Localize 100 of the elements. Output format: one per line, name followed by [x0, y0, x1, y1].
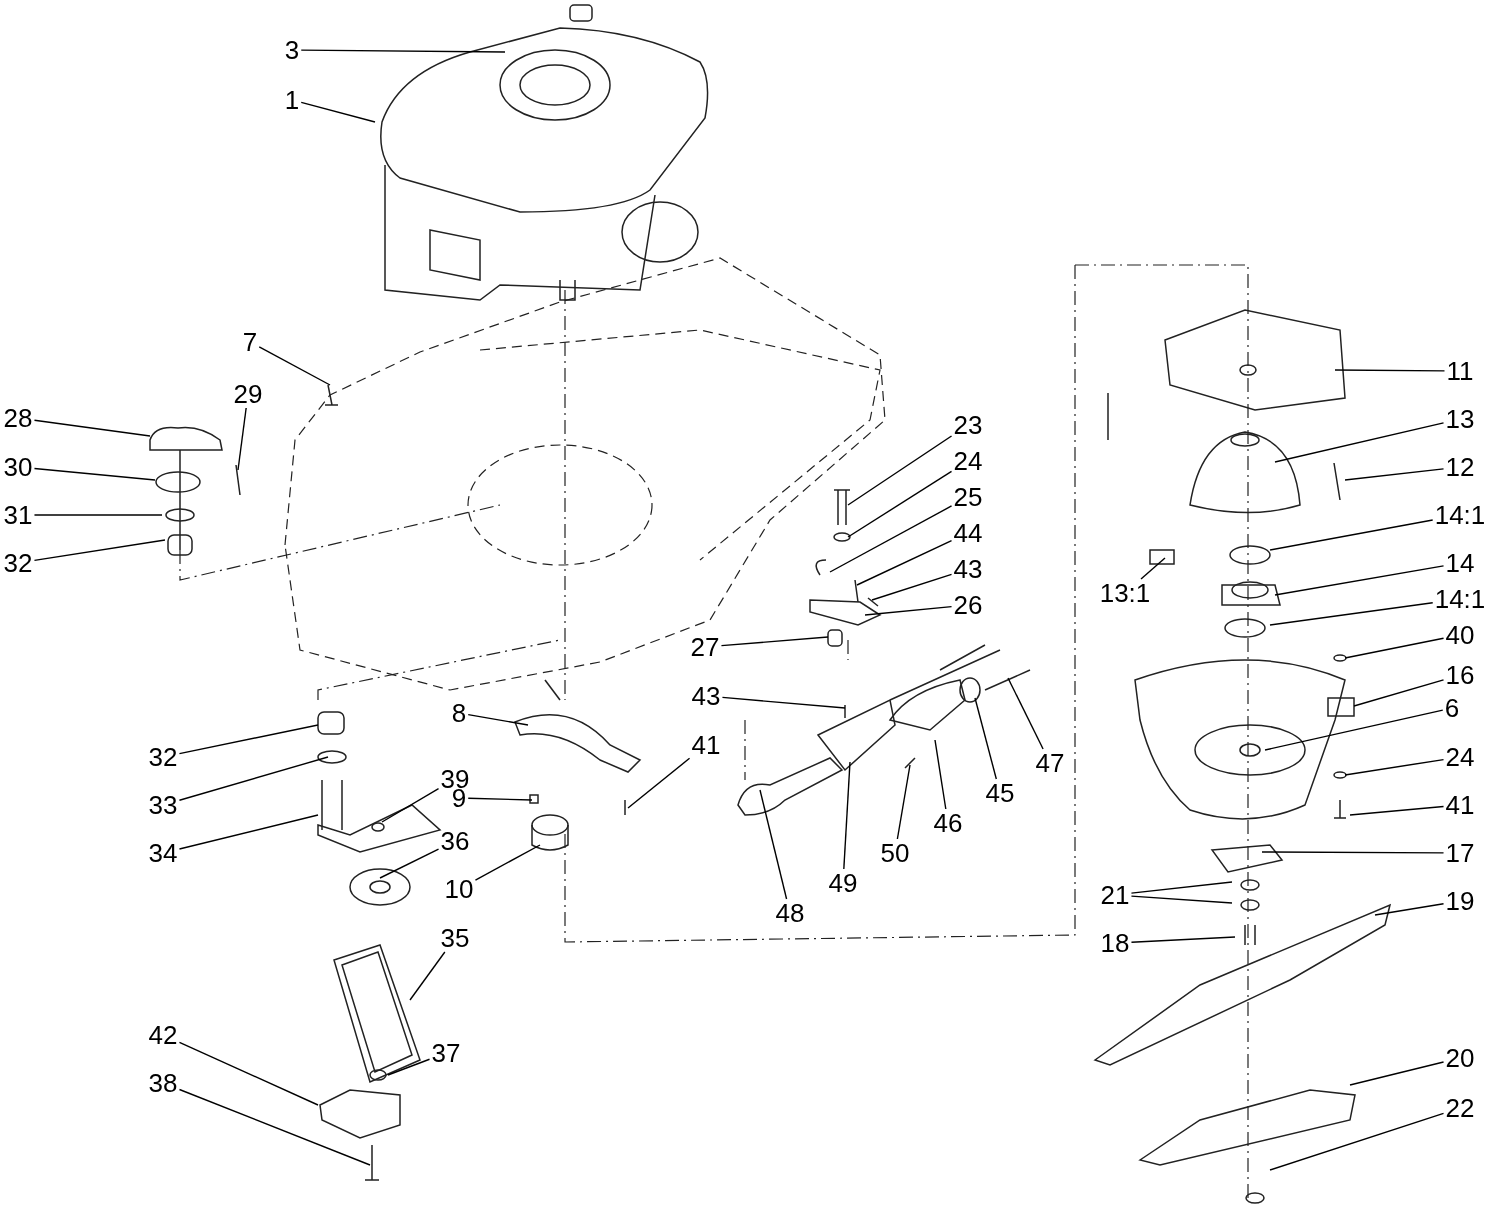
callout-number: 16: [1443, 661, 1477, 689]
leader-line: [759, 789, 788, 900]
leader-line: [934, 739, 947, 810]
leader-line: [1130, 881, 1233, 894]
callout-number: 1: [282, 86, 302, 114]
callout-number: 32: [1, 549, 35, 577]
callout-number: 33: [146, 791, 180, 819]
callout-number: 29: [231, 380, 265, 408]
leader-line: [33, 539, 166, 562]
callout-number: 14:1: [1432, 501, 1488, 529]
leader-line: [409, 951, 446, 1001]
leader-line: [1344, 758, 1445, 776]
leader-line: [1344, 637, 1445, 659]
callout-number: 27: [688, 633, 722, 661]
callout-number: 35: [438, 924, 472, 952]
leader-line: [1349, 805, 1445, 816]
leader-line: [1140, 557, 1166, 580]
leader-line: [1274, 565, 1445, 596]
callout-number: 6: [1442, 694, 1462, 722]
leader-line: [1269, 1112, 1445, 1171]
callout-number: 14: [1443, 549, 1477, 577]
leader-line: [33, 419, 151, 437]
callout-number: 50: [878, 839, 912, 867]
leader-line: [1374, 903, 1445, 916]
leader-line: [178, 814, 319, 850]
leader-line: [1353, 679, 1445, 707]
callout-number: 3: [282, 36, 302, 64]
callout-number: 28: [1, 404, 35, 432]
callout-number: 45: [983, 779, 1017, 807]
leader-line: [720, 636, 829, 647]
callout-number: 44: [951, 519, 985, 547]
callout-number: 36: [438, 827, 472, 855]
leader-line: [1130, 936, 1236, 943]
callout-number: 34: [146, 839, 180, 867]
callout-number: 48: [773, 899, 807, 927]
callout-number: 10: [442, 875, 476, 903]
callout-number: 47: [1033, 749, 1067, 777]
callout-number: 21: [1098, 881, 1132, 909]
leader-line: [178, 756, 329, 801]
callout-number: 30: [1, 453, 35, 481]
leader-line: [1344, 468, 1445, 481]
leader-line: [829, 505, 953, 573]
leader-line: [178, 724, 319, 755]
callout-number: 24: [1443, 743, 1477, 771]
leader-line: [33, 467, 156, 481]
leader-line: [1269, 602, 1434, 626]
leader-line: [847, 470, 953, 538]
callout-number: 24: [951, 447, 985, 475]
leader-line: [1130, 895, 1233, 904]
callout-number: 13: [1443, 405, 1477, 433]
callout-number: 7: [240, 328, 260, 356]
leader-line: [864, 605, 953, 616]
callout-number: 17: [1443, 839, 1477, 867]
leader-line: [847, 435, 953, 506]
callout-number: 25: [951, 483, 985, 511]
callout-number: 18: [1098, 929, 1132, 957]
leader-line: [467, 797, 533, 801]
callout-number: 13:1: [1097, 579, 1153, 607]
leader-line: [237, 407, 247, 471]
leader-line: [856, 540, 953, 586]
leader-line: [1274, 422, 1445, 463]
leader-line: [1007, 677, 1044, 750]
callout-number: 11: [1444, 357, 1476, 385]
leader-line: [381, 788, 440, 823]
callout-number: 41: [1443, 791, 1477, 819]
leader-line: [178, 1088, 371, 1166]
callout-number: 19: [1443, 887, 1477, 915]
callout-number: 43: [689, 682, 723, 710]
callout-number: 26: [951, 591, 985, 619]
leader-line: [474, 844, 541, 881]
callout-number: 46: [931, 809, 965, 837]
callout-number: 41: [689, 731, 723, 759]
callout-number: 31: [1, 501, 35, 529]
leader-line: [627, 757, 691, 809]
leader-line: [300, 101, 376, 123]
callout-number: 32: [146, 743, 180, 771]
callout-number: 40: [1443, 621, 1477, 649]
leader-line: [387, 1058, 431, 1076]
leader-line: [33, 514, 163, 516]
leader-line: [871, 573, 953, 601]
leader-line: [1349, 1061, 1445, 1086]
leader-line: [379, 848, 440, 879]
callout-number: 22: [1443, 1094, 1477, 1122]
callout-number: 37: [429, 1039, 463, 1067]
callout-number: 49: [826, 869, 860, 897]
leader-line: [467, 713, 529, 726]
callout-number: 20: [1443, 1044, 1477, 1072]
leader-line: [974, 697, 998, 780]
callout-number: 43: [951, 555, 985, 583]
callout-number: 42: [146, 1021, 180, 1049]
leader-line: [178, 1041, 319, 1106]
leader-line: [258, 346, 331, 386]
leader-line: [843, 761, 851, 870]
callout-number: 12: [1443, 453, 1477, 481]
leader-line: [1334, 369, 1446, 372]
leader-line: [300, 49, 506, 53]
leader-line: [1261, 851, 1445, 854]
callout-number: 14:1: [1432, 585, 1488, 613]
leader-line: [1264, 709, 1444, 751]
leader-line: [1269, 519, 1434, 551]
